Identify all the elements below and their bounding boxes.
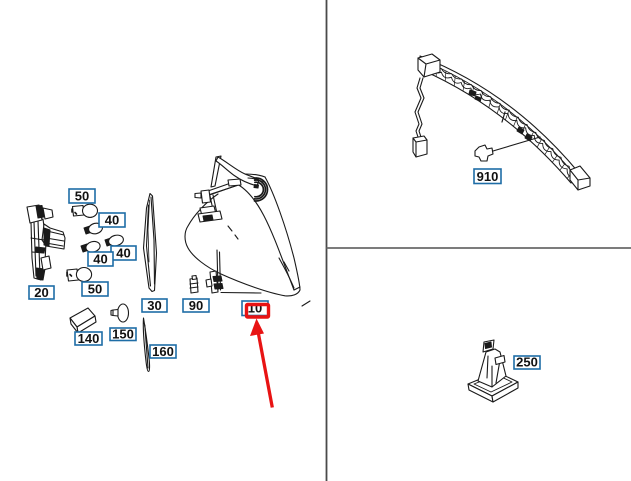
svg-text:10: 10 <box>248 301 262 316</box>
svg-text:250: 250 <box>516 355 538 370</box>
svg-text:910: 910 <box>477 169 499 184</box>
svg-text:90: 90 <box>189 298 203 313</box>
svg-text:40: 40 <box>116 246 130 261</box>
svg-text:140: 140 <box>78 331 100 346</box>
svg-text:50: 50 <box>75 189 89 204</box>
svg-text:150: 150 <box>112 327 134 342</box>
svg-text:40: 40 <box>105 213 119 228</box>
svg-text:20: 20 <box>34 285 48 300</box>
svg-text:40: 40 <box>93 252 107 267</box>
svg-text:160: 160 <box>152 344 174 359</box>
svg-text:50: 50 <box>88 282 102 297</box>
svg-text:30: 30 <box>147 298 161 313</box>
